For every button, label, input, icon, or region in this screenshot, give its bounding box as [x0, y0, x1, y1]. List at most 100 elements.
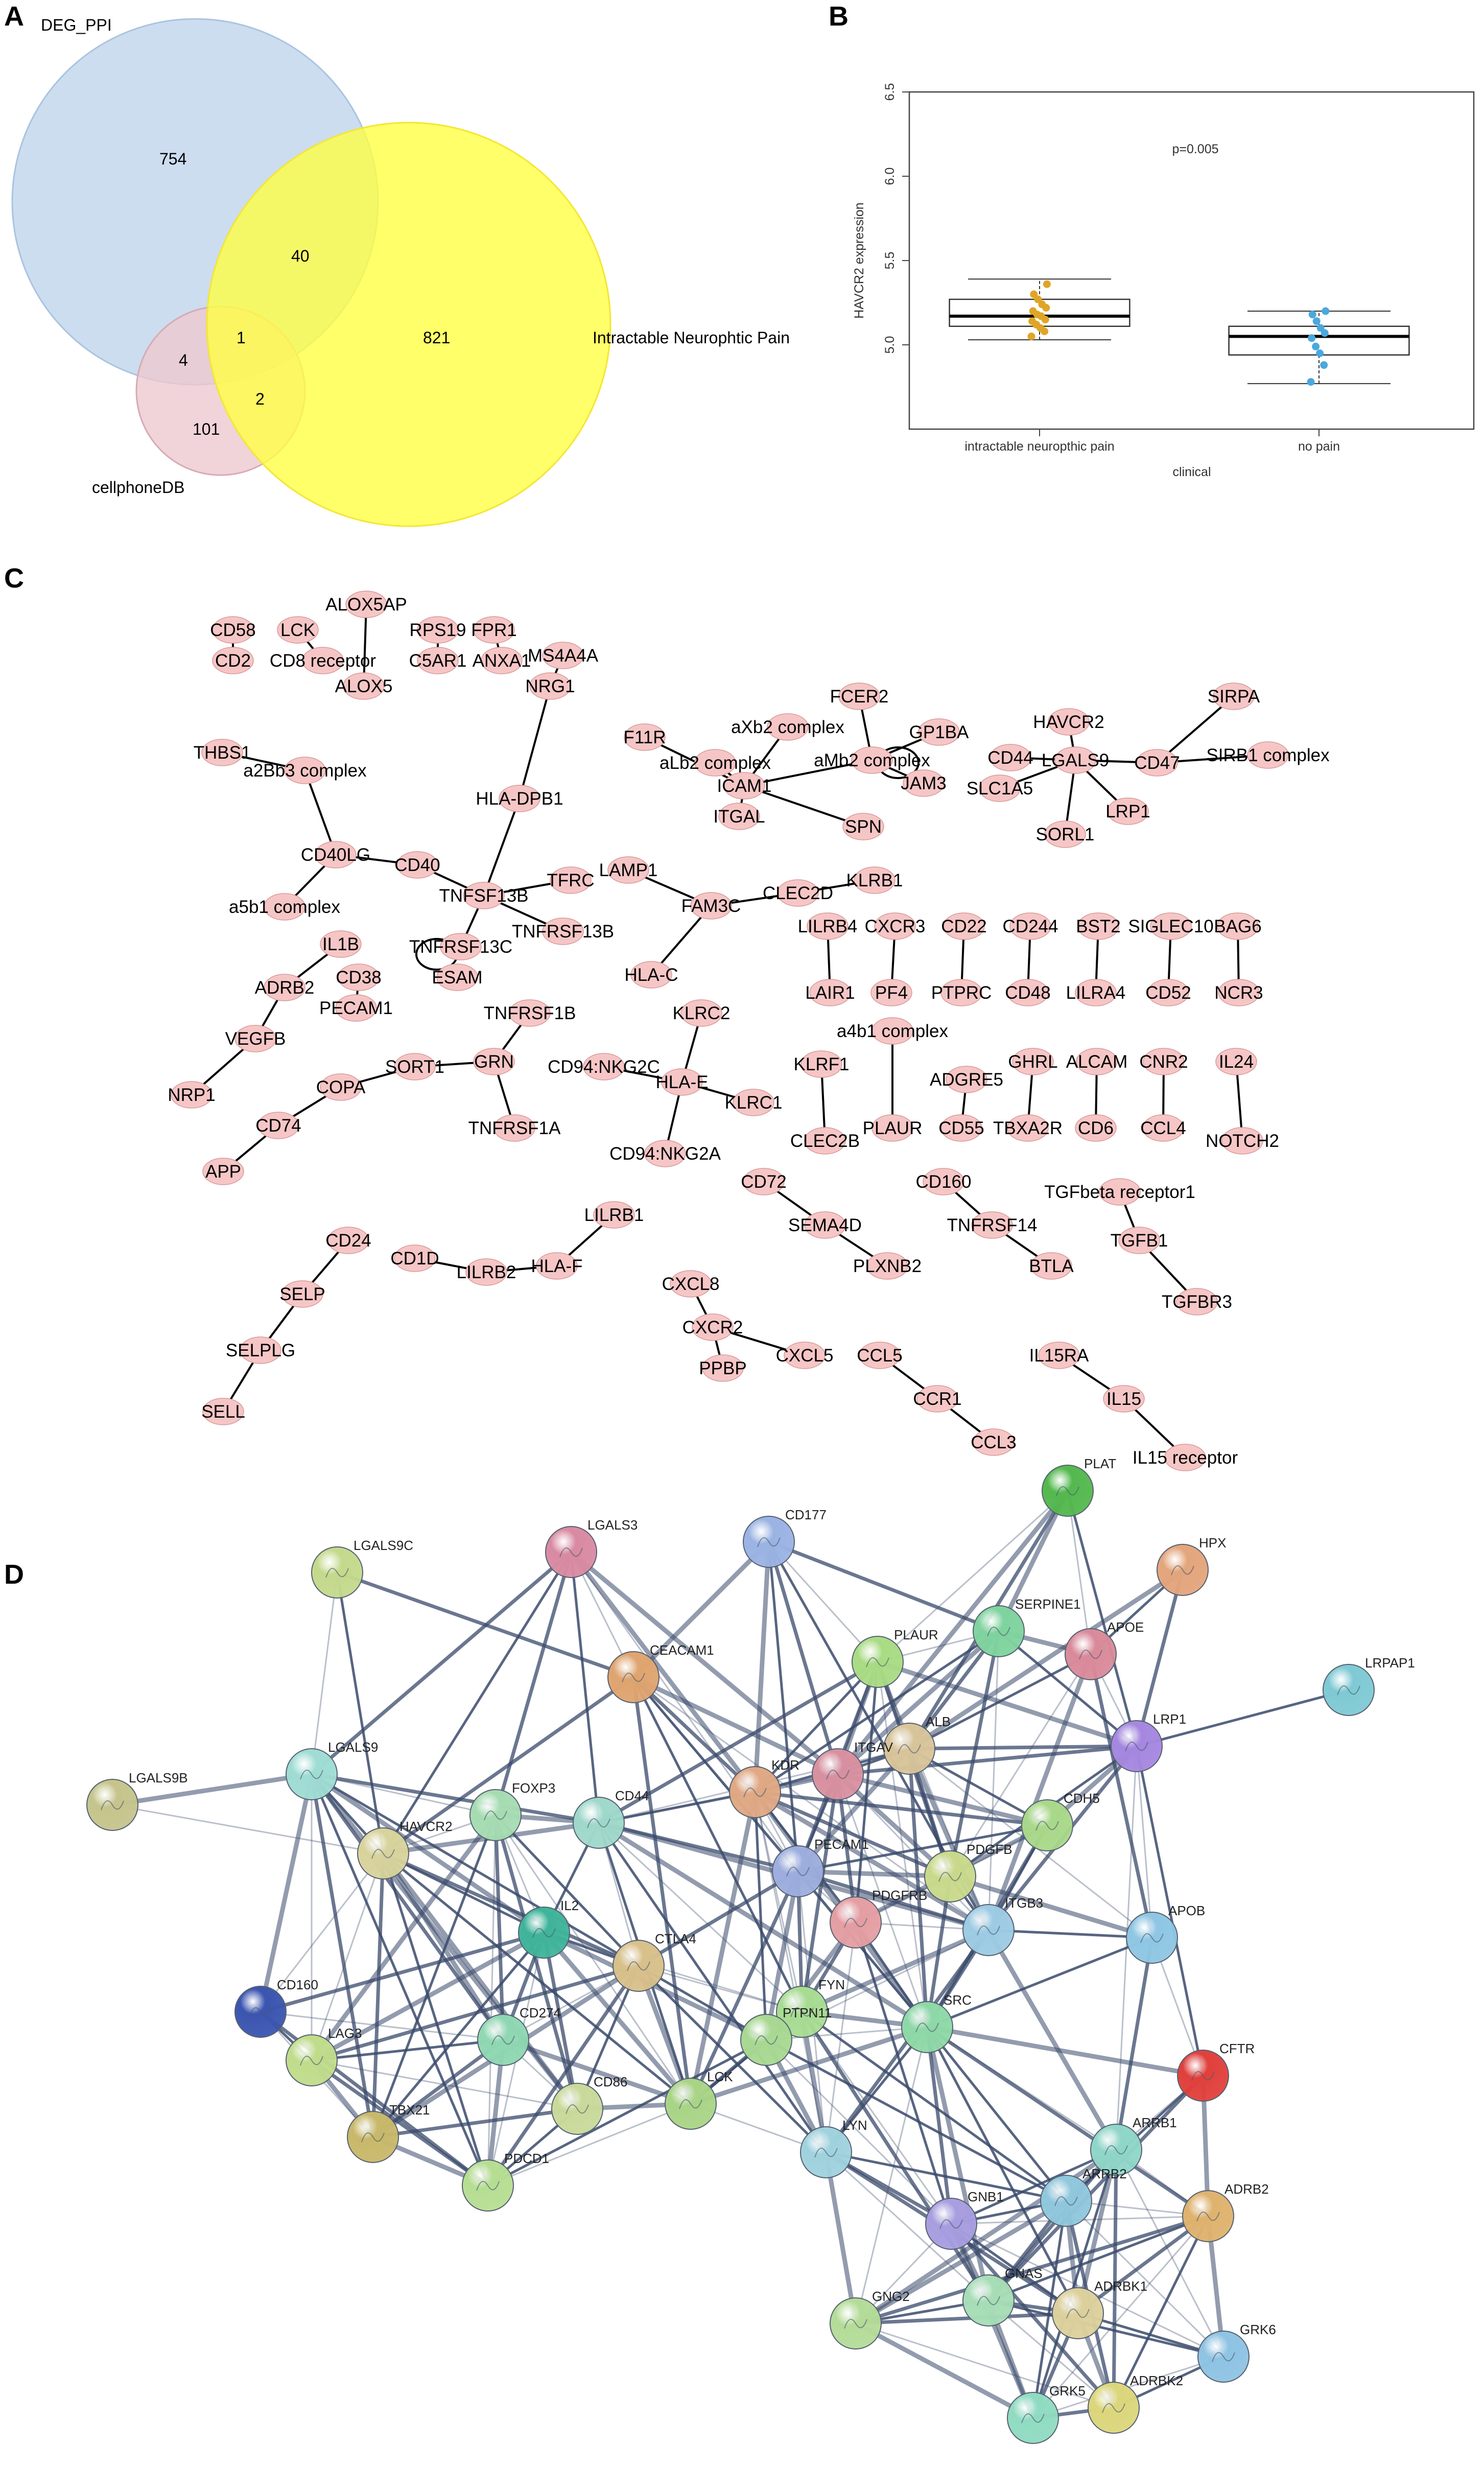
protein-structure-icon [484, 1811, 507, 1821]
ppi-node-label: PTPN11 [783, 2005, 832, 2020]
node-shape [624, 723, 666, 751]
ppi-edge-cd177-itgav [767, 1541, 840, 1775]
node-label: PF4 [875, 983, 908, 1003]
node-label: TNFRSF1B [484, 1003, 576, 1023]
node-f11r: F11R [624, 723, 666, 751]
boxes-group [949, 278, 1410, 386]
ppi-node-itgav: ITGAV [812, 1740, 893, 1800]
y-tick-label: 6.5 [883, 83, 897, 101]
node-label: NOTCH2 [1206, 1131, 1279, 1151]
ppi-node-havcr2: HAVCR2 [357, 1819, 453, 1879]
node-grn: GRN [473, 1048, 515, 1075]
node-cd52: CD52 [1145, 979, 1191, 1006]
ppi-node-adrbk2: ADRBK2 [1088, 2373, 1183, 2434]
node-cnr2: CNR2 [1139, 1048, 1188, 1075]
node-lrp1: LRP1 [1105, 797, 1150, 825]
node-label: IL24 [1219, 1052, 1254, 1072]
ppi-node-gng2: GNG2 [830, 2289, 910, 2349]
node-adrb2: ADRB2 [255, 974, 314, 1001]
node-label: CD58 [210, 620, 255, 640]
node-shape [542, 642, 584, 669]
node-label: CLEC2B [790, 1131, 860, 1151]
node-shape [923, 1168, 964, 1195]
node-cd1d: CD1D [390, 1244, 439, 1272]
node-shape [509, 999, 551, 1027]
node-tnfrsf1a: TNFRSF1A [468, 1114, 561, 1142]
node-esam: ESAM [432, 963, 483, 991]
ppi-node-plat: PLAT [1042, 1456, 1116, 1517]
node-shape [315, 841, 357, 868]
ppi-node-arrb1: ARRB1 [1090, 2115, 1177, 2176]
node-label: LGALS9 [1042, 750, 1109, 770]
protein-structure-icon [977, 2296, 1000, 2306]
node-label: COPA [316, 1077, 366, 1097]
node-shape [971, 1211, 1013, 1239]
ppi-node-lgals9b: LGALS9B [86, 1770, 188, 1831]
ppi-edge-foxp3-ctla4 [494, 1814, 640, 1967]
node-label: CD160 [916, 1172, 972, 1192]
ppi-edge-pdcd1-lck [487, 2103, 691, 2187]
node-shape [338, 963, 380, 991]
node-shape [1147, 979, 1189, 1006]
node-lair1: LAIR1 [805, 979, 855, 1006]
ppi-node-label: CDH5 [1064, 1791, 1100, 1806]
ppi-node-label: PDCD1 [504, 2151, 549, 2166]
node-tnfrsf13b: TNFRSF13B [512, 918, 614, 945]
protein-structure-icon [755, 2035, 778, 2046]
ppi-edge-pecam1-ptpn11 [764, 1871, 800, 2040]
node-shape [1215, 1048, 1257, 1075]
node-bst2: BST2 [1076, 912, 1121, 940]
venn-count-pain-only: 821 [423, 328, 450, 347]
ppi-edge-lgals9-cd44 [311, 1772, 599, 1825]
protein-structure-icon [757, 1537, 781, 1547]
ppi-node-label: CD86 [594, 2074, 627, 2089]
ppi-edge-lgals3-foxp3 [493, 1552, 573, 1816]
ppi-edge-ctla4-pecam1 [638, 1869, 799, 1968]
node-selp: SELP [279, 1280, 325, 1308]
node-label: HAVCR2 [1033, 712, 1104, 732]
node-label: a4b1 complex [837, 1021, 948, 1041]
node-cd40lg: CD40LG [301, 841, 370, 868]
ppi-edge-adrb2-gnas [988, 2215, 1209, 2302]
ppi-edge-hpx-alb [908, 1568, 1184, 1751]
node-cd6: CD6 [1075, 1114, 1117, 1142]
ppi-edge-pecam1-src [797, 1870, 928, 2028]
node-jam3: JAM3 [901, 769, 947, 797]
node-tnfrsf14: TNFRSF14 [947, 1211, 1037, 1239]
node-shape [1221, 1127, 1263, 1155]
node-label: a5b1 complex [229, 897, 340, 917]
ppi-edge-pecam1-itgb3 [797, 1869, 990, 1932]
node-shape [1076, 1048, 1118, 1075]
protein-structure-icon [1056, 1486, 1079, 1496]
node-tnfrsf1b: TNFRSF1B [484, 999, 576, 1027]
ppi-edge-gnas-adrbk2 [988, 2299, 1114, 2409]
protein-structure-icon [300, 2056, 323, 2066]
node-shape [550, 866, 592, 894]
node-cd244: CD244 [1003, 912, 1058, 940]
node-pecam1: PECAM1 [319, 994, 393, 1022]
venn-circle-pain [206, 122, 611, 527]
protein-structure-icon [1104, 2145, 1128, 2155]
ppi-edge-plaur-kdr [754, 1661, 879, 1793]
protein-structure-icon [915, 2023, 939, 2033]
node-label: CD1D [390, 1249, 439, 1268]
protein-structure-icon [491, 2035, 515, 2046]
node-shape [866, 1252, 908, 1280]
node-label: C5AR1 [409, 651, 467, 671]
node-shape [302, 647, 344, 674]
ppi-edge-serpine1-itgav [836, 1629, 1000, 1776]
ppi-edge-ptpn11-arrb2 [765, 2038, 1067, 2202]
ppi-edge-cd177-serpine1 [768, 1540, 1000, 1633]
node-shape [630, 961, 672, 989]
node-label: CD40LG [301, 845, 370, 865]
ppi-edge-foxp3-lag3 [310, 1814, 498, 2062]
ppi-edge-lrp1-plaur [877, 1659, 1138, 1749]
node-shape [990, 744, 1031, 771]
ppi-edge-cd177-plaur [768, 1541, 879, 1663]
node-label: PECAM1 [319, 998, 393, 1018]
ppi-edge-lgals9c-havcr2 [336, 1572, 385, 1854]
node-shape [807, 912, 849, 940]
venn-label-deg-ppi: DEG_PPI [41, 16, 112, 34]
ppi-node-label: HAVCR2 [399, 1819, 453, 1834]
node-label: FPR1 [471, 620, 516, 640]
